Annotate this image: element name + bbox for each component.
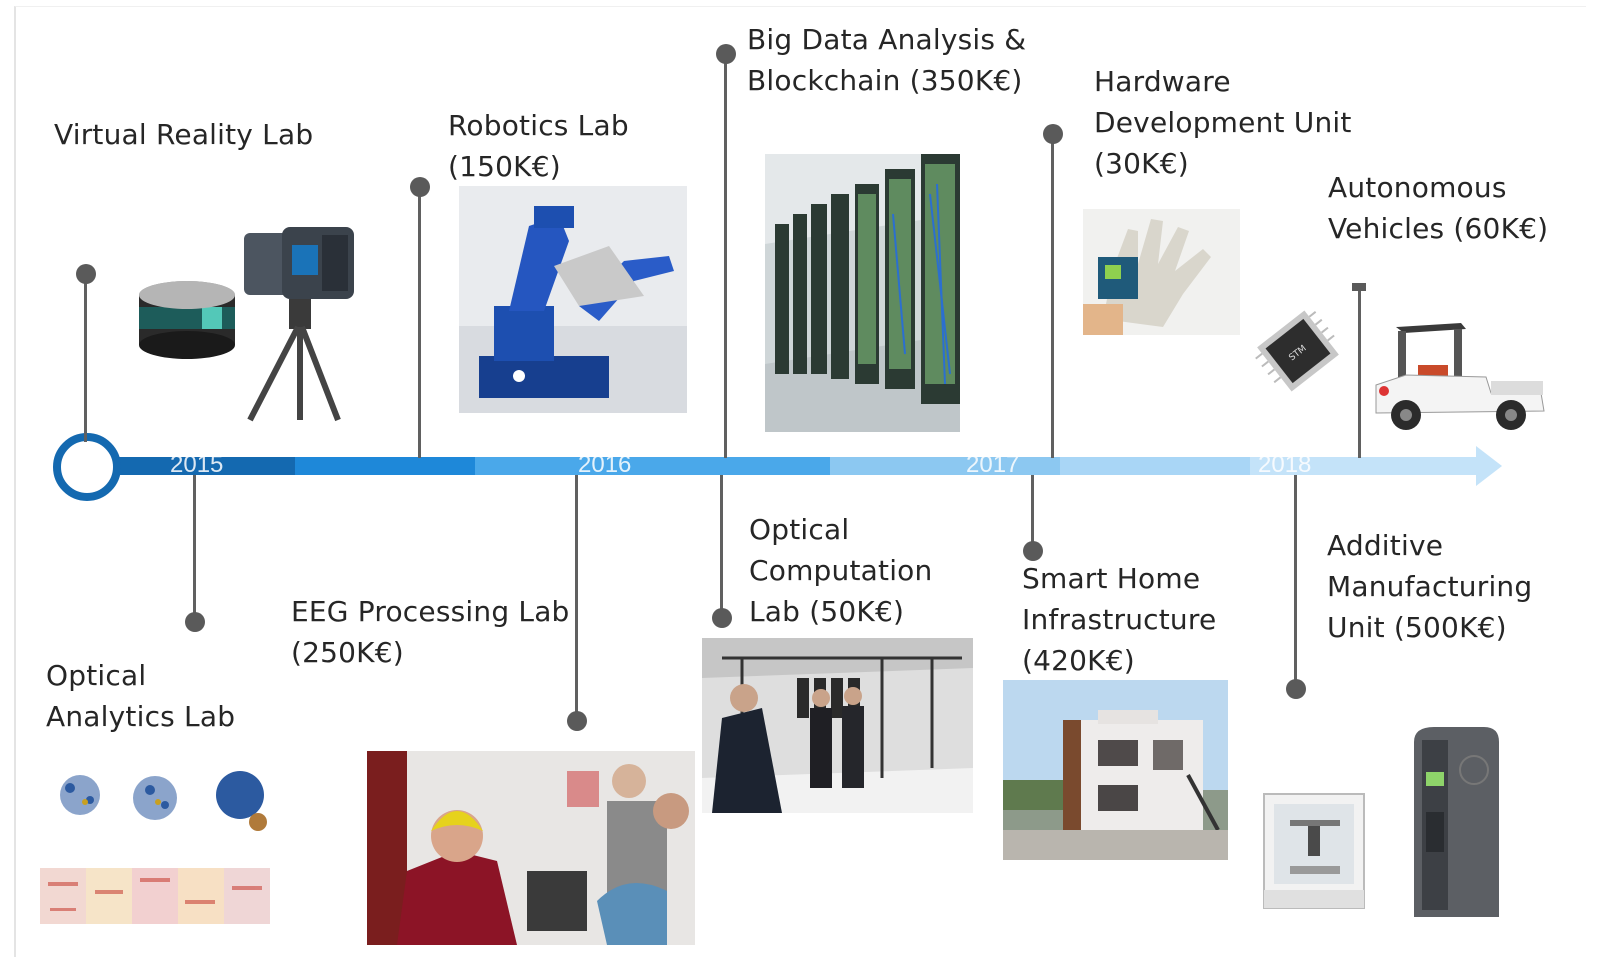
3d-printer-image xyxy=(1263,793,1365,909)
dot-eeg xyxy=(567,711,587,731)
dot-additive xyxy=(1286,679,1306,699)
label-virtual-reality-lab: Virtual Reality Lab xyxy=(54,118,314,151)
autonomous-vehicle-image xyxy=(1375,323,1545,430)
vr-equipment-image xyxy=(139,227,354,422)
timeline-seg-4 xyxy=(830,457,1060,475)
timeline-seg-3 xyxy=(475,457,830,475)
optical-computation-image xyxy=(702,638,973,813)
timeline-start-ring xyxy=(53,433,121,501)
label-additive-manufacturing: Additive Manufacturing Unit (500K€) xyxy=(1327,529,1533,644)
robotics-lab-image xyxy=(459,186,687,413)
stem-robotics xyxy=(418,186,421,458)
year-label-2016: 2016 xyxy=(578,451,632,478)
dot-smarthome xyxy=(1023,541,1043,561)
dot-bigdata xyxy=(716,44,736,64)
dot-optan xyxy=(185,612,205,632)
figure-frame xyxy=(14,6,1586,957)
year-label-2017: 2017 xyxy=(966,451,1020,478)
smart-home-image xyxy=(1003,680,1228,860)
dot-auto xyxy=(1352,283,1366,291)
stem-smarthome xyxy=(1031,475,1034,551)
year-label-2018: 2018 xyxy=(1258,451,1312,478)
eeg-processing-image xyxy=(367,751,695,945)
label-optical-computation-lab: Optical Computation Lab (50K€) xyxy=(749,513,933,628)
stem-additive xyxy=(1294,475,1297,688)
stem-eeg xyxy=(575,475,578,721)
hardware-glove-image xyxy=(1083,209,1240,335)
stem-optcomp xyxy=(720,475,723,617)
stem-optan xyxy=(193,475,196,623)
metal-printer-image xyxy=(1414,727,1499,917)
dot-robotics xyxy=(410,177,430,197)
timeline-arrowhead xyxy=(1476,446,1502,486)
label-optical-analytics-lab: Optical Analytics Lab xyxy=(46,659,236,733)
timeline-seg-5 xyxy=(1060,457,1250,475)
year-label-2015: 2015 xyxy=(170,451,224,478)
stem-auto xyxy=(1358,287,1361,458)
stem-vr xyxy=(84,272,87,442)
optical-analytics-image xyxy=(40,771,270,924)
big-data-servers-image xyxy=(765,154,960,432)
dot-vr xyxy=(76,264,96,284)
label-hardware-dev-unit: Hardware Development Unit (30K€) xyxy=(1094,65,1352,180)
stm32-chip-image: STM xyxy=(1255,310,1339,392)
label-smart-home-infrastructure: Smart Home Infrastructure (420K€) xyxy=(1022,562,1217,677)
label-big-data-blockchain: Big Data Analysis & Blockchain (350K€) xyxy=(747,23,1027,97)
dot-hardware xyxy=(1043,124,1063,144)
timeline-seg-2 xyxy=(295,457,475,475)
label-autonomous-vehicles: Autonomous Vehicles (60K€) xyxy=(1328,171,1549,245)
label-eeg-processing-lab: EEG Processing Lab (250K€) xyxy=(291,595,570,669)
label-robotics-lab: Robotics Lab (150K€) xyxy=(448,109,629,183)
timeline-seg-1 xyxy=(85,457,295,475)
dot-optcomp xyxy=(712,608,732,628)
stem-hardware xyxy=(1051,133,1054,458)
timeline-seg-6 xyxy=(1250,457,1478,475)
stem-bigdata xyxy=(724,54,727,458)
